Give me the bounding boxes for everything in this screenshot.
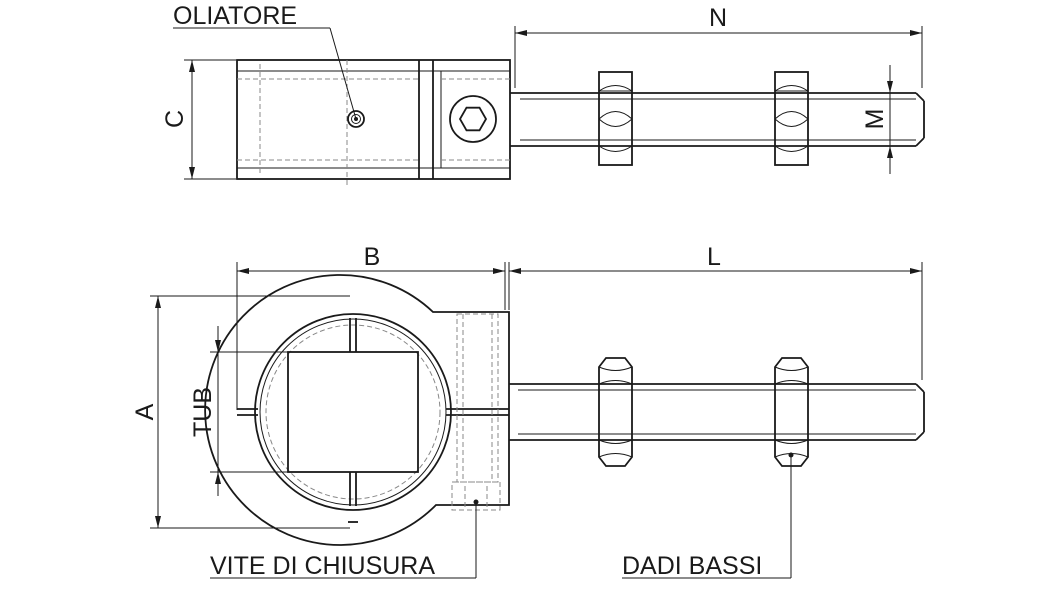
top-view xyxy=(236,59,925,186)
front-view-threaded-rod xyxy=(509,383,925,441)
oiler-callout-label: OLIATORE xyxy=(173,2,297,30)
oiler-callout: OLIATORE xyxy=(173,2,357,120)
dimension-tub: TUB xyxy=(189,326,288,496)
dimension-n-label: N xyxy=(709,4,727,32)
dimension-m: M xyxy=(861,65,893,174)
dimension-a-label: A xyxy=(131,403,159,420)
dimension-b-label: B xyxy=(364,243,381,271)
front-view xyxy=(204,274,925,546)
front-view-nut-1 xyxy=(598,357,633,467)
top-view-nut-1 xyxy=(598,71,633,166)
dimension-c: C xyxy=(161,59,236,180)
dimension-tub-label: TUB xyxy=(189,387,217,437)
square-tube-section xyxy=(287,351,419,473)
hex-socket-screw-icon xyxy=(449,95,497,143)
top-view-nut-2 xyxy=(774,71,809,166)
dimension-m-label: M xyxy=(861,109,889,130)
top-view-clamp-body xyxy=(236,59,511,180)
closing-screw-callout: VITE DI CHIUSURA xyxy=(210,499,479,580)
front-view-clamp-body xyxy=(204,274,510,546)
dimension-c-label: C xyxy=(161,110,189,128)
low-nuts-callout-label: DADI BASSI xyxy=(622,552,762,580)
front-view-nut-2 xyxy=(774,357,809,467)
top-view-threaded-rod xyxy=(510,92,925,147)
dimension-b: B xyxy=(236,243,506,410)
dimension-n: N xyxy=(514,4,923,88)
dimension-a: A xyxy=(131,295,350,529)
closing-screw-hidden xyxy=(451,313,501,511)
low-nuts-callout: DADI BASSI xyxy=(622,452,794,580)
dimension-l-label: L xyxy=(707,243,721,271)
closing-screw-callout-label: VITE DI CHIUSURA xyxy=(210,552,435,580)
dimension-l: L xyxy=(508,243,923,380)
